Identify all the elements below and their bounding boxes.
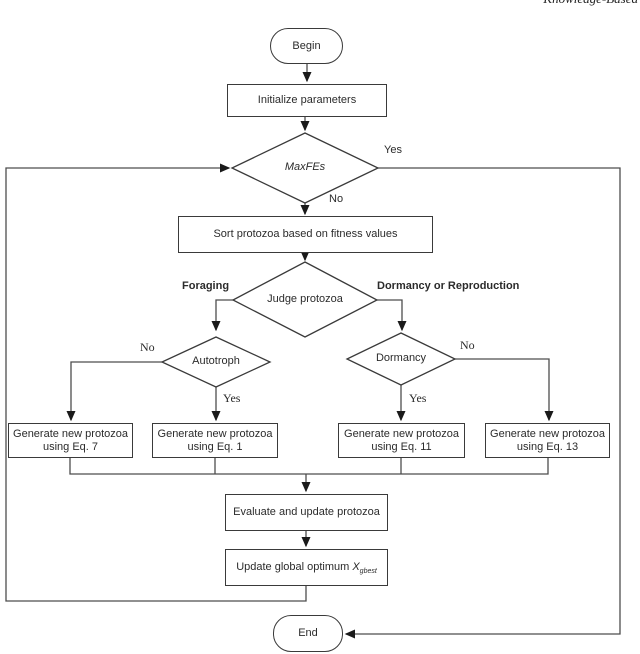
generate-eq13-line2: using Eq. 13 xyxy=(516,440,579,453)
generate-eq13-line1: Generate new protozoa xyxy=(490,427,605,440)
generate-eq11-line2: using Eq. 11 xyxy=(371,440,432,453)
decision-diamonds xyxy=(160,132,457,388)
arrow-judge-to-dormancy xyxy=(377,299,407,332)
generate-eq7-box: Generate new protozoa using Eq. 7 xyxy=(8,423,133,458)
journal-header-fragment: Knowledge-Based xyxy=(543,0,638,7)
generate-eq1-line1: Generate new protozoa xyxy=(157,427,273,440)
evaluate-update-box: Evaluate and update protozoa xyxy=(225,494,388,531)
yes-line-maxfes-to-end xyxy=(344,167,621,639)
update-label-variable: X xyxy=(352,560,360,573)
generate-eq13-box: Generate new protozoa using Eq. 13 xyxy=(485,423,610,458)
autotroph-diamond-shape xyxy=(160,336,272,388)
generate-eq7-line1: Generate new protozoa xyxy=(13,427,128,440)
generate-eq1-box: Generate new protozoa using Eq. 1 xyxy=(152,423,278,458)
sort-protozoa-box: Sort protozoa based on fitness values xyxy=(178,216,433,253)
merge-bar xyxy=(69,458,549,475)
begin-terminator: Begin xyxy=(270,28,343,64)
initialize-parameters-box: Initialize parameters xyxy=(227,84,387,117)
initialize-label: Initialize parameters xyxy=(257,94,357,106)
generate-eq11-line1: Generate new protozoa xyxy=(344,427,459,440)
dormancy-diamond-shape xyxy=(345,332,457,386)
end-label: End xyxy=(298,627,318,639)
connectors xyxy=(5,64,621,639)
autotroph-no-label: No xyxy=(140,340,155,354)
foraging-branch-label: Foraging xyxy=(182,280,230,292)
dormancy-or-reproduction-branch-label: Dormancy or Reproduction xyxy=(377,280,520,292)
dormancy-yes-label: Yes xyxy=(409,391,427,405)
loopback-update-to-maxfes xyxy=(5,163,307,602)
update-label-prefix: Update global optimum xyxy=(236,560,350,573)
generate-eq1-line2: using Eq. 1 xyxy=(187,440,243,453)
arrow-dormancy-no-to-eq13 xyxy=(455,358,554,422)
dormancy-no-label: No xyxy=(460,338,475,352)
arrow-judge-to-autotroph xyxy=(211,299,233,332)
evaluate-label: Evaluate and update protozoa xyxy=(233,506,380,518)
maxfes-yes-label: Yes xyxy=(384,144,402,156)
judge-diamond-shape xyxy=(231,261,379,338)
update-label-subscript: gbest xyxy=(359,567,377,575)
maxfes-no-label: No xyxy=(329,193,344,205)
autotroph-yes-label: Yes xyxy=(223,391,241,405)
sort-label: Sort protozoa based on fitness values xyxy=(213,228,398,240)
end-terminator: End xyxy=(273,615,343,652)
maxfes-diamond-shape xyxy=(230,132,380,204)
generate-eq7-line2: using Eq. 7 xyxy=(42,440,99,453)
generate-eq11-box: Generate new protozoa using Eq. 11 xyxy=(338,423,465,458)
arrow-autotroph-no-to-eq7 xyxy=(66,361,162,422)
begin-label: Begin xyxy=(292,39,321,52)
